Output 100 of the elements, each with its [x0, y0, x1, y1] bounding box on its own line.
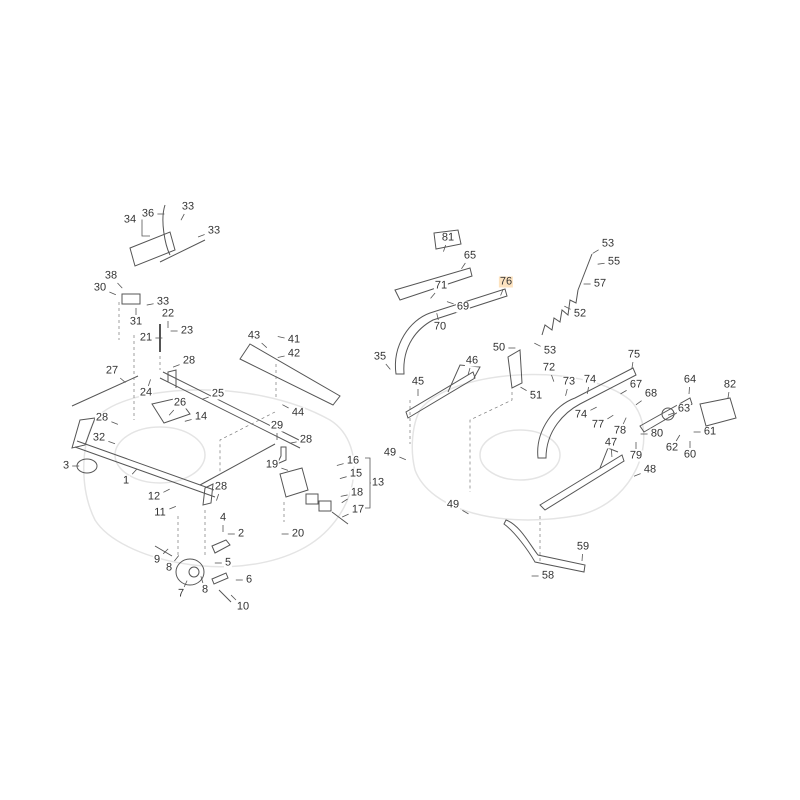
leader-line: [276, 432, 278, 440]
leader-line: [108, 440, 116, 444]
leader-line: [430, 292, 436, 299]
callout-number: 65: [462, 250, 478, 262]
callout-number: 42: [286, 348, 302, 360]
callout-number: 49: [382, 448, 398, 458]
callout-number: 77: [590, 420, 606, 430]
callout-number: 74: [582, 374, 598, 386]
callout-number: 64: [682, 374, 698, 386]
callout-number: 41: [286, 334, 302, 346]
leader-line: [399, 456, 406, 460]
leader-line: [202, 396, 209, 400]
leader-line: [636, 400, 642, 406]
leader-line: [216, 494, 220, 502]
leader-line: [564, 306, 571, 310]
callout-number: 74: [574, 410, 588, 420]
callout-number: 79: [628, 450, 644, 462]
callout-number: 3: [62, 460, 70, 472]
callout-number: 5: [224, 558, 232, 568]
callout-number: 8: [164, 562, 174, 574]
callout-number: 2: [236, 528, 246, 540]
leader-line: [282, 404, 289, 408]
leader-line: [436, 312, 439, 320]
leader-line: [172, 364, 180, 368]
callout-number: 9: [152, 554, 162, 566]
callout-number: 80: [650, 428, 664, 440]
leader-line: [109, 292, 116, 296]
leader-line: [520, 386, 527, 392]
callout-number: 33: [156, 296, 170, 308]
leader-line: [174, 555, 180, 562]
leader-line: [688, 386, 690, 394]
callout-number: 1: [122, 476, 130, 486]
callout-number: 67: [628, 380, 644, 390]
callout-number: 24: [138, 388, 154, 398]
callout-number: 69: [456, 302, 470, 312]
callout-number: 48: [642, 464, 658, 476]
callout-number: 17: [350, 504, 366, 516]
leader-line: [634, 473, 641, 477]
leader-line: [132, 468, 138, 475]
callout-number: 27: [104, 366, 120, 376]
callout-number: 10: [236, 602, 250, 612]
callout-number: 38: [104, 270, 118, 282]
leader-line: [111, 421, 118, 425]
leader-line: [163, 488, 170, 493]
leader-line: [622, 417, 627, 424]
leader-line: [339, 476, 347, 479]
callout-number: 53: [542, 346, 558, 356]
callout-number: 51: [528, 390, 544, 402]
callout-number: 29: [270, 420, 284, 432]
leader-line: [727, 392, 730, 400]
callout-number: 19: [264, 460, 280, 470]
leader-line: [261, 342, 268, 348]
callout-number: 4: [218, 512, 228, 524]
leader-line: [341, 498, 348, 504]
callout-number: 11: [153, 508, 167, 518]
leader-line: [146, 303, 154, 306]
callout-number: 45: [410, 376, 426, 388]
callout-number: 76: [498, 276, 514, 288]
leader-line: [342, 514, 349, 518]
callout-number: 28: [182, 356, 196, 366]
leader-line: [597, 262, 605, 265]
callout-number: 6: [244, 574, 254, 586]
leader-line: [592, 249, 599, 254]
callout-number: 59: [576, 542, 590, 552]
callout-number: 60: [682, 450, 698, 460]
callout-number: 22: [160, 308, 176, 320]
leader-line: [534, 342, 541, 347]
leader-line: [631, 362, 634, 370]
leader-line: [169, 506, 176, 510]
callout-number: 71: [434, 280, 448, 292]
callout-number: 68: [644, 388, 658, 400]
callout-number: 28: [94, 412, 110, 424]
leader-line: [620, 390, 627, 394]
leader-line: [461, 262, 466, 270]
callout-number: 53: [600, 238, 616, 250]
leader-line: [500, 288, 504, 296]
callout-number: 55: [606, 256, 622, 268]
leader-line: [230, 594, 236, 600]
callout-number: 50: [492, 342, 506, 354]
callout-number: 34: [122, 214, 138, 226]
leader-line: [200, 576, 204, 584]
leader-line: [462, 510, 469, 514]
callout-number: 35: [372, 352, 388, 362]
callout-number: 47: [604, 438, 618, 448]
callout-number: 28: [214, 482, 228, 492]
leader-line: [551, 374, 554, 382]
callout-number: 30: [92, 282, 108, 294]
callout-number: 73: [562, 376, 576, 388]
callout-number: 61: [702, 426, 718, 438]
leader-line: [184, 580, 188, 588]
callout-number: 21: [138, 332, 154, 344]
callout-number: 20: [290, 528, 306, 540]
callout-number: 12: [146, 492, 162, 502]
callout-number: 33: [206, 226, 222, 236]
leader-line: [214, 562, 222, 564]
leader-line: [336, 463, 344, 466]
leader-line: [385, 364, 391, 370]
leader-line: [168, 410, 174, 416]
callout-number: 14: [194, 412, 208, 422]
leader-line: [277, 356, 285, 358]
